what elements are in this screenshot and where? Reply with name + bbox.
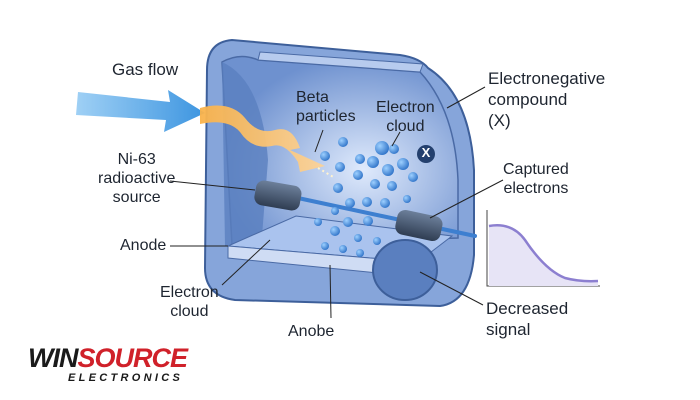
text: source [112, 189, 161, 206]
text: compound [488, 90, 568, 109]
ni63-source-cylinder [254, 180, 302, 211]
electron-bubble [333, 183, 343, 193]
text: signal [486, 320, 531, 339]
label-ni63-source: Ni-63 radioactive source [98, 150, 175, 207]
label-beta-particles: Beta particles [296, 88, 356, 126]
text: Beta [296, 89, 329, 106]
electron-bubble [354, 234, 362, 242]
outlet-tube [372, 239, 438, 301]
text: Decreased [486, 299, 569, 318]
electron-bubble [338, 137, 348, 147]
electron-bubble [403, 195, 411, 203]
electron-bubble [363, 216, 373, 226]
electron-bubble [331, 207, 339, 215]
text: Electron [160, 284, 219, 301]
beta-beam-arrow [200, 105, 325, 172]
electron-bubble [397, 158, 409, 170]
electron-bubble [355, 154, 365, 164]
electron-bubble [321, 242, 329, 250]
electron-bubble [345, 198, 355, 208]
electron-bubble [320, 151, 330, 161]
electron-bubble [389, 144, 399, 154]
logo-text-source: SOURCE [77, 343, 188, 373]
label-decreased-signal: Decreased signal [486, 298, 568, 340]
decreasing-signal-curve [489, 225, 598, 286]
electron-bubble [380, 198, 390, 208]
electron-bubble [382, 164, 394, 176]
electron-bubble [356, 249, 364, 257]
label-anobe: Anobe [288, 323, 335, 340]
label-captured-electrons: Captured electrons [503, 160, 569, 198]
electron-bubble [314, 218, 322, 226]
text: cloud [386, 118, 425, 135]
x-marker-text: X [421, 145, 431, 160]
text: Ni-63 [117, 151, 156, 168]
text: Electronegative [488, 69, 606, 88]
text: radioactive [98, 170, 176, 187]
gas-flow-arrow [76, 90, 205, 132]
label-electron-cloud-bottom: Electron cloud [160, 283, 219, 321]
electron-bubble [339, 245, 347, 253]
electron-bubble [408, 172, 418, 182]
text: Electron [376, 99, 435, 116]
electronegative-x-marker [417, 145, 435, 163]
label-electronegative-compound: Electronegative compound (X) [488, 68, 605, 131]
text: Captured [503, 161, 569, 178]
electron-bubble [362, 197, 372, 207]
electron-bubble [343, 217, 353, 227]
text: cloud [170, 303, 209, 320]
label-anode: Anode [120, 237, 167, 254]
text: (X) [488, 111, 511, 130]
electron-bubble [330, 226, 340, 236]
label-gas-flow: Gas flow [112, 60, 179, 79]
electron-bubble [387, 181, 397, 191]
text: particles [296, 108, 356, 125]
label-electron-cloud-top: Electron cloud [376, 98, 435, 136]
text: electrons [503, 180, 569, 197]
winsource-logo: WINSOURCE ELECTRONICS [28, 343, 188, 384]
electron-bubble [370, 179, 380, 189]
electron-bubble [335, 162, 345, 172]
electron-bubble [373, 237, 381, 245]
electron-bubble [353, 170, 363, 180]
logo-text-win: WIN [28, 343, 78, 373]
electron-bubble [375, 141, 389, 155]
signal-graph [486, 210, 600, 287]
logo-subtitle: ELECTRONICS [68, 372, 184, 384]
electron-bubble [367, 156, 379, 168]
